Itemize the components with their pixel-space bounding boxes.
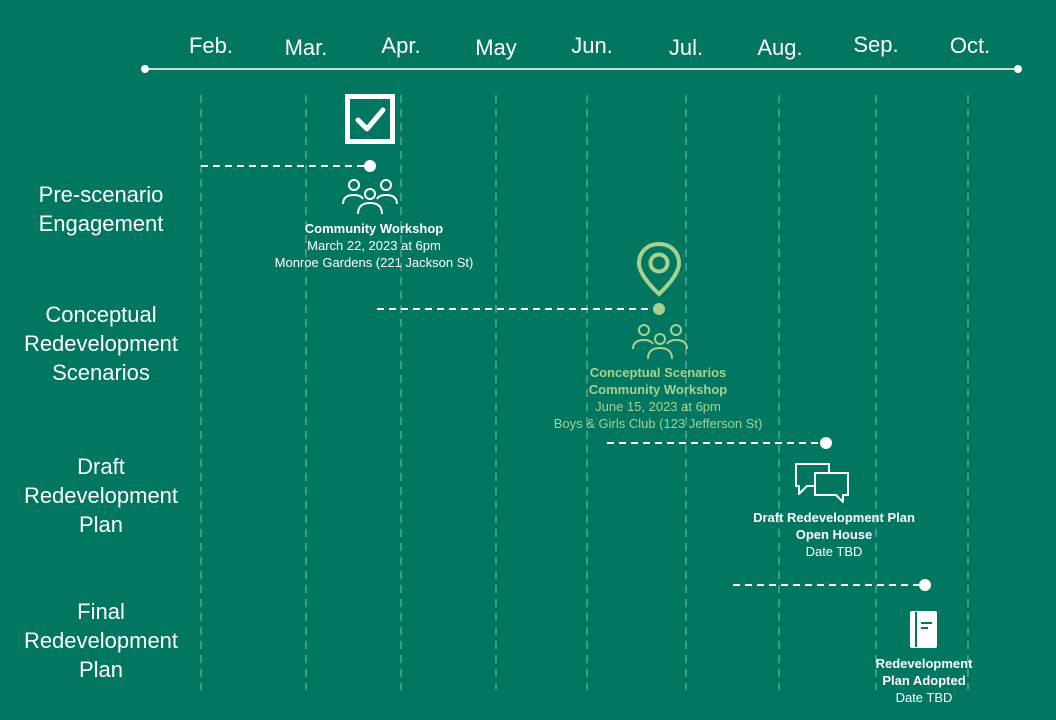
- event-date: Date TBD: [895, 690, 953, 705]
- month-label-apr: Apr.: [381, 33, 421, 58]
- event-draft-plan-open-house: Draft Redevelopment Plan Open House Date…: [714, 509, 954, 560]
- event-plan-adopted: Redevelopment Plan Adopted Date TBD: [844, 655, 1004, 706]
- axis-start-dot: [141, 65, 149, 73]
- people-icon: [342, 179, 398, 215]
- event-title: Conceptual Scenarios Community Workshop: [588, 365, 728, 397]
- month-label-jun: Jun.: [571, 33, 613, 58]
- phase-label-text: Conceptual Redevelopment Scenarios: [23, 302, 179, 385]
- milestone-dot-1: [364, 160, 376, 172]
- milestone-dot-3: [820, 437, 832, 449]
- axis-end-dot: [1014, 65, 1022, 73]
- location-pin-icon: [636, 241, 682, 297]
- phase-label-text: Draft Redevelopment Plan: [23, 454, 179, 537]
- phase-label-text: Pre-scenario Engagement: [38, 182, 164, 236]
- checkbox-checked-icon: [345, 94, 395, 144]
- phase-label-text: Final Redevelopment Plan: [23, 599, 179, 682]
- chat-bubbles-icon: [795, 463, 849, 503]
- event-title: Community Workshop: [304, 221, 444, 236]
- people-icon: [632, 324, 688, 360]
- event-location: Boys & Girls Club (123 Jefferson St): [553, 416, 763, 431]
- milestone-dot-2: [653, 303, 665, 315]
- milestone-dot-4: [919, 579, 931, 591]
- event-date: Date TBD: [805, 544, 863, 559]
- event-title: Redevelopment Plan Adopted: [875, 656, 973, 688]
- month-label-mar: Mar.: [284, 35, 328, 60]
- event-location: Monroe Gardens (221 Jackson St): [274, 255, 474, 270]
- month-label-sep: Sep.: [853, 32, 899, 57]
- month-label-aug: Aug.: [757, 35, 803, 60]
- month-label-oct: Oct.: [949, 33, 991, 58]
- event-date: June 15, 2023 at 6pm: [595, 399, 721, 414]
- phase-label-draft: Draft Redevelopment Plan: [0, 452, 202, 539]
- event-date: March 22, 2023 at 6pm: [307, 238, 441, 253]
- phase-label-pre-scenario: Pre-scenario Engagement: [0, 180, 202, 238]
- event-title: Draft Redevelopment Plan Open House: [753, 510, 915, 542]
- event-community-workshop: Community Workshop March 22, 2023 at 6pm…: [234, 220, 514, 271]
- month-label-jul: Jul.: [668, 35, 704, 60]
- event-conceptual-scenarios-workshop: Conceptual Scenarios Community Workshop …: [518, 364, 798, 432]
- month-label-may: May: [475, 35, 517, 60]
- document-icon: [910, 611, 937, 648]
- phase-label-final: Final Redevelopment Plan: [0, 597, 202, 684]
- month-label-feb: Feb.: [188, 33, 234, 58]
- phase-label-conceptual: Conceptual Redevelopment Scenarios: [0, 300, 202, 387]
